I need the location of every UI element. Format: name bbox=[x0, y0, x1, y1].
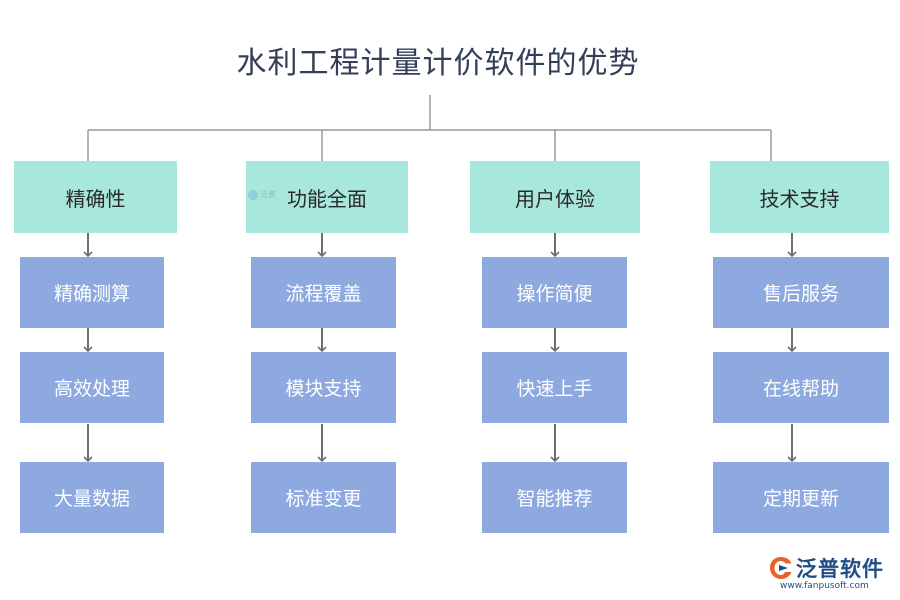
item-box: 精确测算 bbox=[20, 257, 164, 328]
item-box: 大量数据 bbox=[20, 462, 164, 533]
item-box: 售后服务 bbox=[713, 257, 889, 328]
brand-name: 泛普软件 bbox=[796, 557, 884, 581]
item-box: 定期更新 bbox=[713, 462, 889, 533]
diagram-title: 水利工程计量计价软件的优势 bbox=[236, 46, 640, 81]
category-tech-support: 技术支持 bbox=[710, 161, 889, 233]
category-features: 功能全面 bbox=[246, 161, 408, 233]
item-box: 智能推荐 bbox=[482, 462, 627, 533]
item-box: 操作简便 bbox=[482, 257, 627, 328]
item-box: 流程覆盖 bbox=[251, 257, 396, 328]
category-user-experience: 用户体验 bbox=[470, 161, 640, 233]
watermark-text: 泛普 bbox=[260, 190, 276, 199]
item-box: 快速上手 bbox=[482, 352, 627, 423]
item-box: 高效处理 bbox=[20, 352, 164, 423]
watermark-icon bbox=[248, 189, 258, 200]
item-box: 在线帮助 bbox=[713, 352, 889, 423]
item-box: 模块支持 bbox=[251, 352, 396, 423]
watermark: 泛普 bbox=[248, 189, 276, 200]
brand-logo-icon bbox=[770, 557, 792, 579]
item-box: 标准变更 bbox=[251, 462, 396, 533]
brand-logo: 泛普软件 www.fanpusoft.com bbox=[768, 553, 893, 593]
brand-url: www.fanpusoft.com bbox=[780, 581, 869, 591]
category-accuracy: 精确性 bbox=[14, 161, 177, 233]
